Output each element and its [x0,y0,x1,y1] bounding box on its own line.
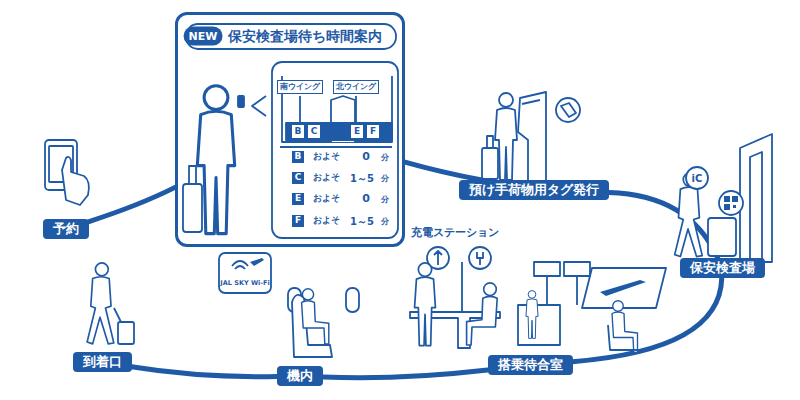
line-art [45,13,772,357]
label-text: C [311,127,318,137]
label-text: 分 [381,196,389,205]
info-panel-art [176,13,404,246]
arrival-walker-art [87,263,134,344]
stage-tag: 預け手荷物用タグ発行 [459,180,609,200]
stage-tag: 到着口 [73,352,132,372]
flow-line [323,370,488,378]
node-text: 保安検査場 [690,260,755,275]
node-text: 北ウイング [336,82,376,91]
wing-box: 南ウイング [277,80,323,94]
label-text: iC [692,173,703,184]
node-text: 預け手荷物用タグ発行 [469,182,599,197]
label-text: およそ [313,173,340,183]
label-text: B [295,127,302,137]
waiting-room-art [410,247,666,353]
label-text: およそ [313,152,340,162]
label-text: E [295,194,301,204]
flow-line [132,367,278,377]
tag-kiosk-art [482,92,580,182]
label-text: E [354,127,360,137]
label-text: B [295,152,302,162]
label-text: 0 [362,193,370,205]
panel-title: 保安検査場待ち時間案内 [228,28,382,44]
label-text: JAL SKY Wi-Fi [220,280,269,287]
label-text: 分 [381,154,389,163]
stage-tag: 予約 [43,219,89,239]
node-text: 到着口 [83,354,122,369]
tablet-icon [45,140,89,205]
label-text: 充電ステーション [411,227,499,239]
label-text: 1～5 [350,216,374,227]
security-gate-art [675,134,772,262]
node-text: 予約 [53,221,79,236]
flow-line [89,187,175,221]
node-text: 南ウイング [280,82,320,91]
new-badge: NEW [184,27,223,46]
stage-tag: 機内 [277,366,323,386]
label-text: F [370,127,376,137]
flow-line [405,162,482,180]
stage-tag: 保安検査場 [680,258,765,278]
label-text: およそ [313,216,340,226]
label-text: およそ [313,194,340,204]
label-text: 分 [381,175,389,184]
label-text: F [295,216,301,226]
label-text: 0 [362,151,370,163]
wing-box: 北ウイング [333,80,379,94]
label-text: 1～5 [350,173,374,184]
label-text: C [295,173,302,183]
stage-tag: 搭乗待合室 [488,355,573,375]
node-text: 搭乗待合室 [498,357,563,372]
label-text: 分 [381,218,389,227]
flow-line [573,278,722,362]
node-text: 機内 [287,368,313,383]
cabin-art [219,253,359,357]
